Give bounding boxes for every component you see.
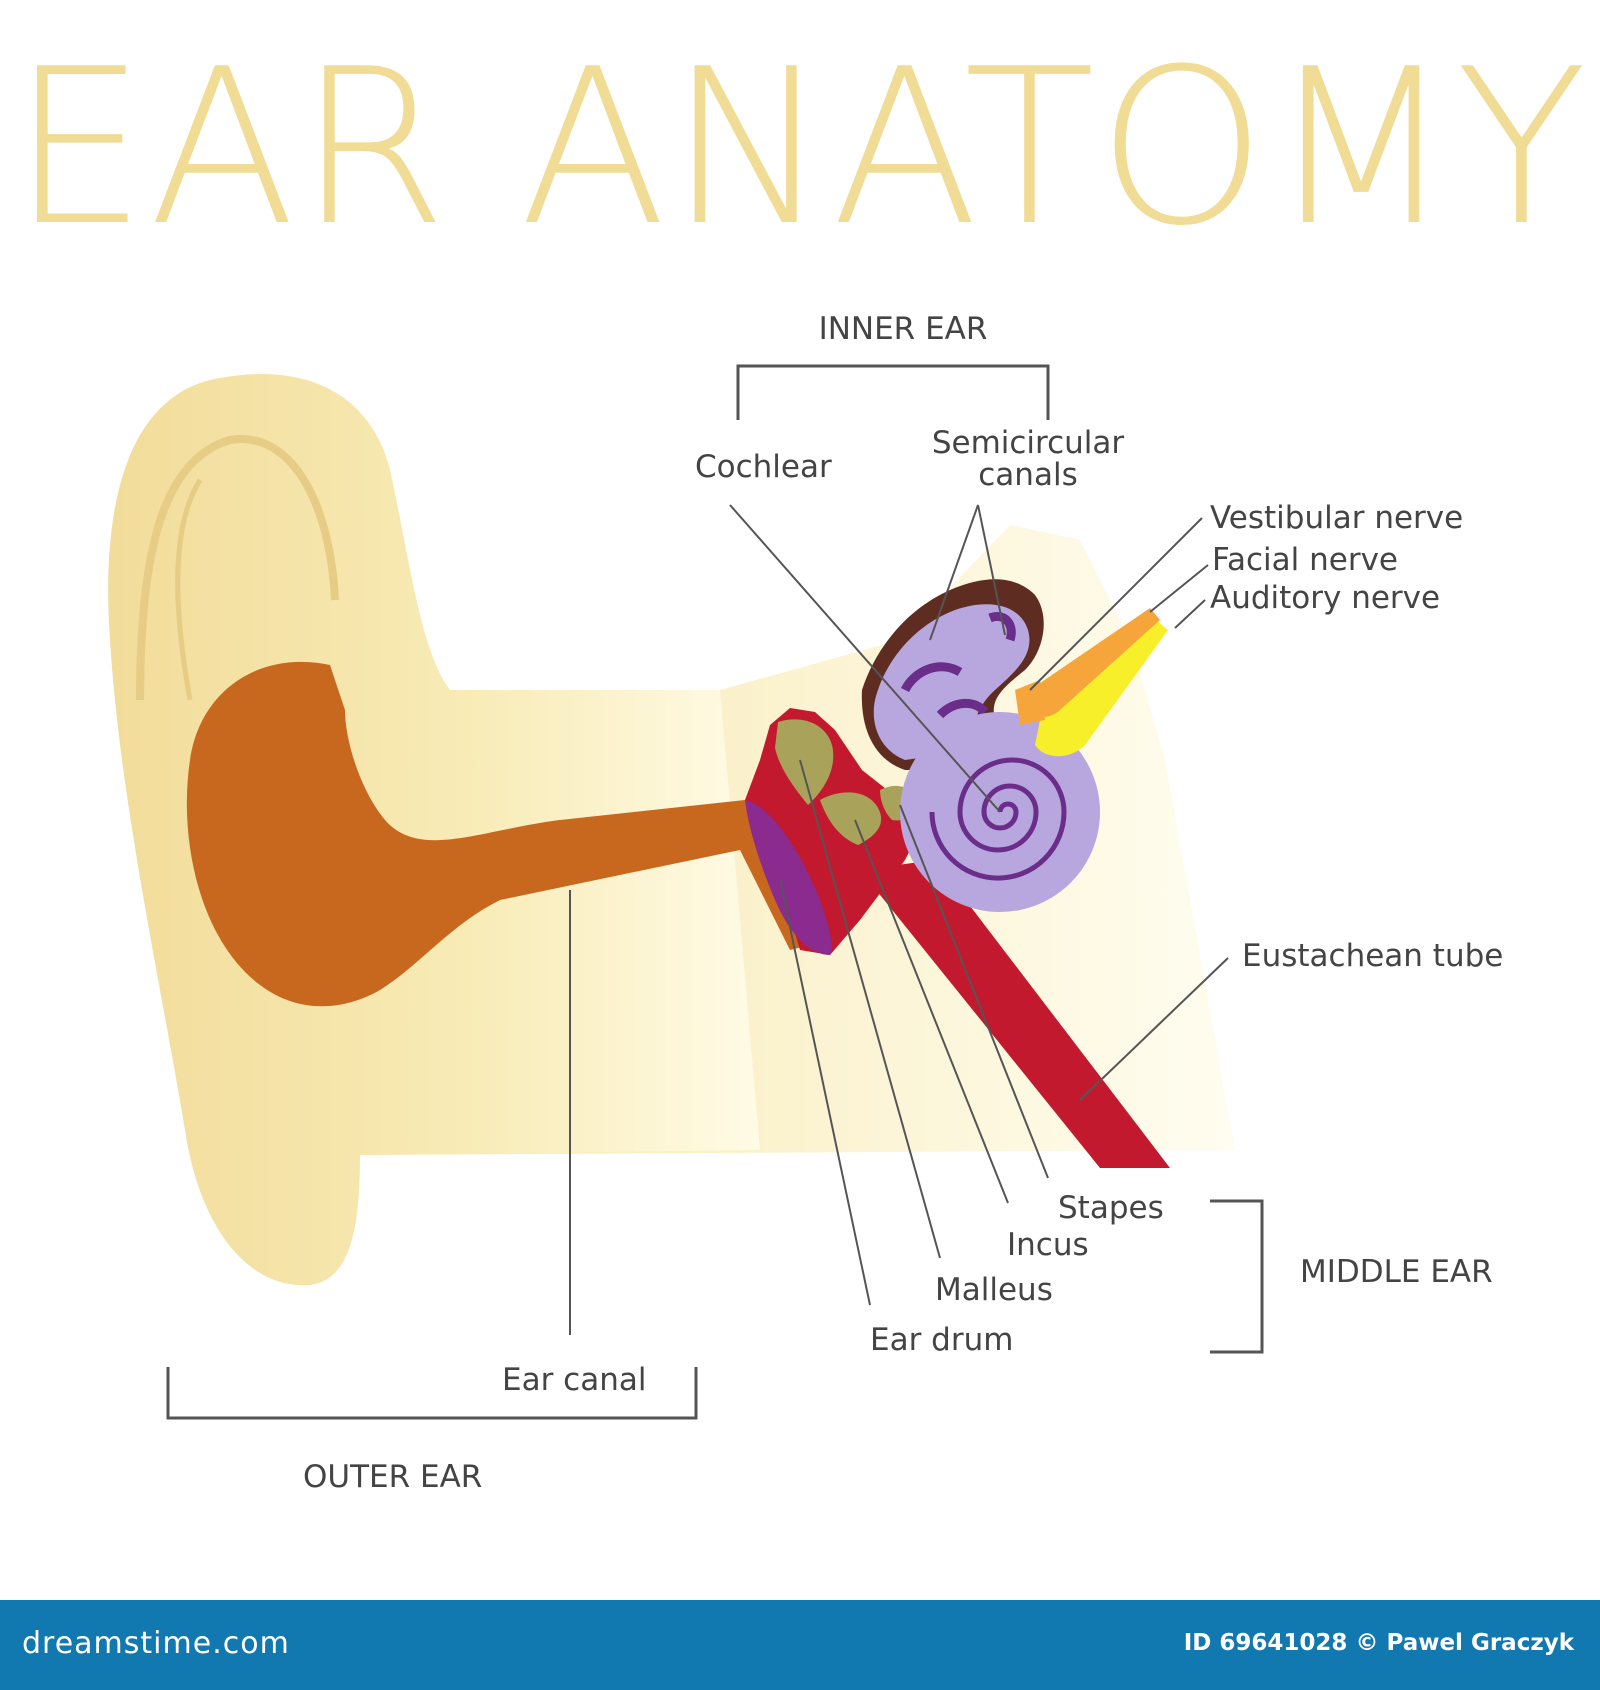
auricle [108,374,760,1286]
vestibular-nerve-root [1015,680,1045,725]
bracket-inner-ear [736,364,1050,420]
diagram-title: EAR ANATOMY [10,22,1590,273]
cochlea-spiral [929,757,1067,881]
label-canals: canals [978,457,1078,493]
leader-semicircular-1 [929,504,979,641]
ear-drum-shape [745,800,832,955]
canal-loop-3 [988,612,1016,642]
bracket-middle-ear [1210,1199,1264,1354]
leader-semicircular-2 [977,504,1006,636]
leader-ear-drum [779,879,871,1306]
leader-eustachean [1079,957,1229,1101]
incus-shape [820,792,882,845]
ear-canal-shape [186,661,831,1007]
label-semicircular: Semicircular [931,425,1125,461]
bracket-outer-ear [166,1367,698,1420]
eustachian-tube [860,860,1170,1168]
auditory-nerve-shape [1035,615,1168,757]
leader-stapes [899,804,1049,1179]
label-malleus: Malleus [935,1272,1053,1308]
leader-malleus [799,759,941,1259]
leader-incus [854,819,1009,1204]
canal-loop-1 [900,662,963,693]
canal-loop-2 [936,698,989,719]
leader-vestibular [1029,517,1203,691]
label-eustachean-tube: Eustachean tube [1242,938,1504,974]
label-ear-canal: Ear canal [502,1362,647,1398]
malleus-shape [775,719,834,805]
leader-cochlear [729,504,1001,813]
footer-credit: ID 69641028 © Pawel Graczyk [1183,1630,1574,1656]
label-incus: Incus [1007,1227,1089,1263]
helix-fold [136,435,339,701]
leader-facial [1149,564,1209,613]
label-auditory-nerve: Auditory nerve [1210,580,1441,616]
label-facial-nerve: Facial nerve [1212,542,1398,578]
label-vestibular-nerve: Vestibular nerve [1210,500,1464,536]
footer-logo[interactable]: dreamstime.com [22,1626,290,1661]
semicircular-canals-shape [873,604,1030,760]
ear-illustration [108,364,1264,1420]
label-middle-ear: MIDDLE EAR [1300,1254,1493,1290]
label-ear-drum: Ear drum [870,1322,1014,1358]
label-cochlear: Cochlear [695,449,832,485]
label-outer-ear: OUTER EAR [303,1459,483,1495]
facial-nerve-shape [1025,608,1160,717]
label-inner-ear: INNER EAR [818,311,988,347]
leader-lines [569,504,1229,1335]
leader-auditory [1174,599,1206,629]
helix-fold-inner [175,478,203,701]
footer-bar: dreamstime.com ID 69641028 © Pawel Gracz… [0,1600,1600,1690]
label-stapes: Stapes [1058,1190,1164,1226]
